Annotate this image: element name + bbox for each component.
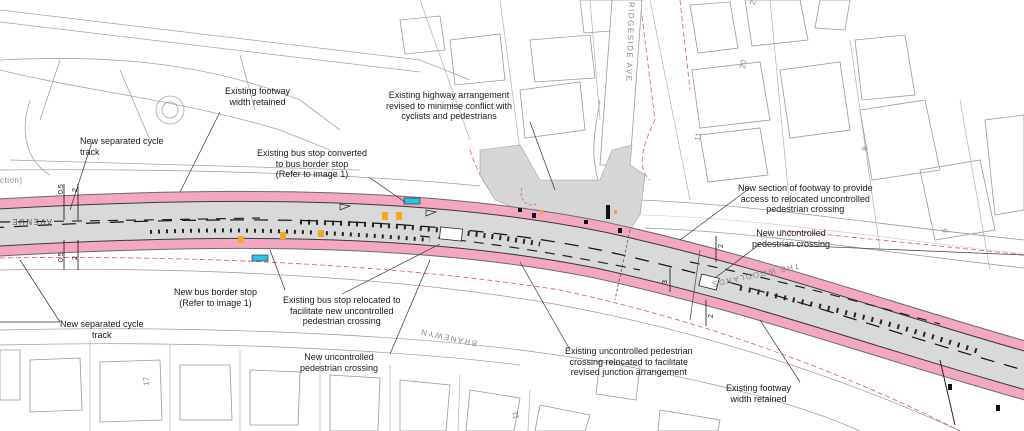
dimension-label: 0.5 [58,252,65,262]
road-edges [0,169,961,431]
dimension-label: 3 [662,280,669,284]
house-number: 11 [510,410,521,420]
dimension-label: 2 [72,188,79,192]
house-number: 20 [738,59,749,70]
crossings [438,226,956,426]
dimension-label: 0.5 [58,184,65,194]
dimension-label: 2 [718,244,725,248]
road-name-section: ction) [0,176,23,185]
dimension-label: 2 [708,314,715,318]
bus-stops [238,197,438,262]
annotation-bus-border-stop: New bus border stop(Refer to image 1) [174,287,258,308]
dimension-markers [63,184,717,326]
side-roads [593,0,1024,269]
dimension-label: 2 [72,256,79,260]
park-paths [0,9,471,176]
main-road [0,220,1024,373]
leader-lines [0,111,1024,383]
street-furniture [518,187,1000,411]
house-number: 17 [141,376,151,386]
road-name-avenue: AVENUE [10,217,52,226]
house-number: 11 [693,131,704,142]
hatch-markings [0,217,981,355]
